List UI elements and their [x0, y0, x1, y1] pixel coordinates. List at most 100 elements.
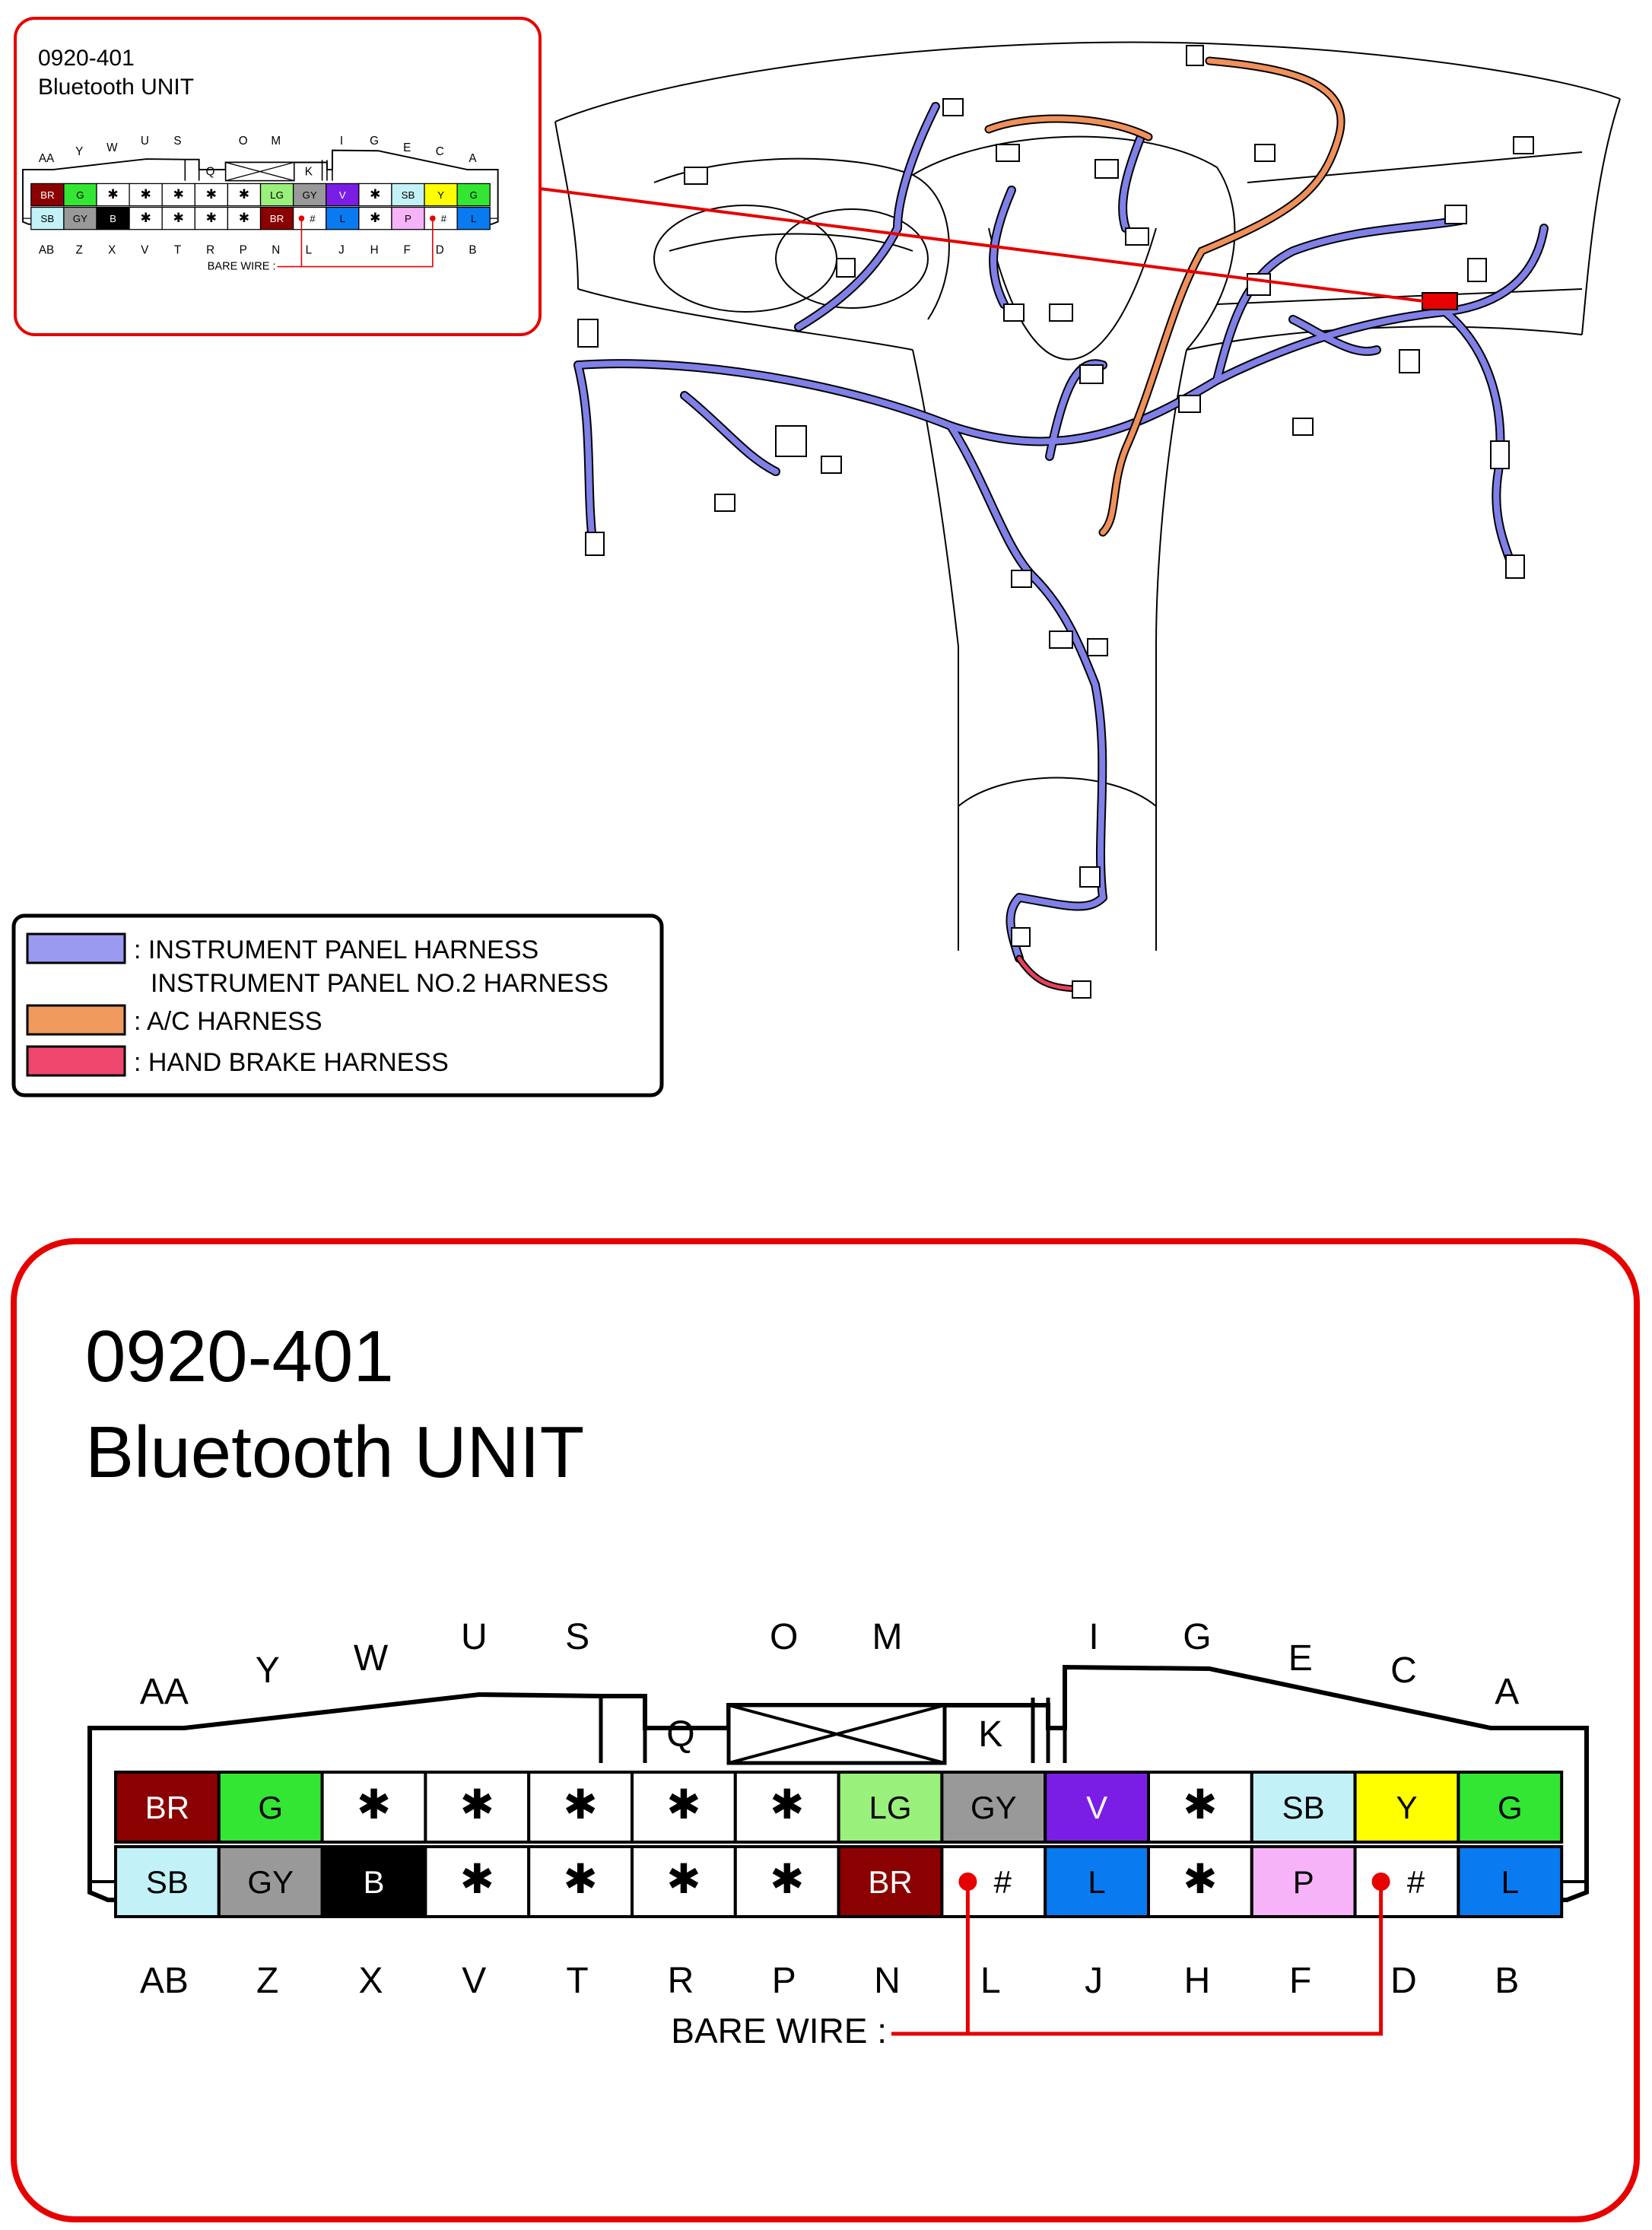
- inset-pin-cell: L: [326, 206, 360, 230]
- inset-pin-cell-fill: [259, 183, 294, 207]
- inset-pin-cell: ✱: [194, 206, 229, 230]
- pin-cell: #: [1353, 1845, 1460, 1918]
- inset-pin-cell: LG: [259, 183, 294, 207]
- inset-pin-label-top: M: [271, 135, 281, 148]
- harness-connectors: [577, 45, 1534, 999]
- pin-label-top: C: [1390, 1650, 1417, 1691]
- pin-cell-fill: [320, 1845, 427, 1918]
- pin-wire-color: GY: [971, 1790, 1017, 1825]
- legend-item: : A/C HARNESS: [26, 1004, 322, 1036]
- inset-pin-wire-color: ✱: [173, 210, 184, 225]
- pin-label-top: A: [1495, 1672, 1519, 1712]
- pin-cell: Y: [1353, 1771, 1460, 1844]
- inset-pin-cell: ✱: [129, 206, 163, 230]
- inset-pin-wire-color: L: [471, 213, 476, 224]
- pin-wire-color: G: [1498, 1790, 1523, 1825]
- inset-name: Bluetooth UNIT: [38, 75, 194, 100]
- inset-pin-wire-color: ✱: [173, 186, 184, 202]
- pin-cell: SB: [1250, 1771, 1357, 1844]
- pin-label-top: AA: [140, 1672, 189, 1712]
- pin-cell: ✱: [527, 1771, 634, 1844]
- pin-label-bottom: Z: [256, 1961, 278, 2001]
- inset-pin-wire-color: ✱: [140, 186, 151, 202]
- legend-label: : HAND BRAKE HARNESS: [134, 1048, 449, 1077]
- inset-pin-cell-fill: [292, 183, 327, 207]
- pin-cell: GY: [217, 1845, 324, 1918]
- pin-wire-color: B: [363, 1864, 384, 1900]
- inset-pin-cell: Y: [424, 183, 458, 207]
- inset-pin-cell: ✱: [194, 183, 229, 207]
- inset-pin-cell: ✱: [227, 206, 262, 230]
- bare-wire-dot: [958, 1873, 977, 1891]
- pin-cell: P: [1250, 1845, 1357, 1918]
- inset-pin-cell-fill: [194, 206, 229, 230]
- inset-pin-wire-color: G: [76, 189, 84, 201]
- pin-wire-color: V: [1086, 1790, 1107, 1825]
- pin-cell-fill: [1457, 1845, 1564, 1918]
- bare-wire-dot: [1371, 1873, 1390, 1891]
- inset-pin-wire-color: #: [441, 213, 447, 224]
- pin-wire-color: BR: [145, 1790, 189, 1825]
- inset-pin-label-bottom: R: [206, 243, 214, 256]
- inset-pin-cell: GY: [63, 206, 97, 230]
- instrument-panel-harness: [573, 102, 1549, 963]
- pin-wire-color: ✱: [666, 1782, 701, 1828]
- inset-pin-label-bottom: D: [436, 243, 444, 256]
- inset-pin-wire-color: SB: [402, 189, 415, 201]
- pin-wire-color: ✱: [770, 1782, 804, 1828]
- pin-cell: ✱: [424, 1771, 531, 1844]
- pin-cell-fill: [837, 1771, 944, 1844]
- pin-cell: BR: [837, 1845, 944, 1918]
- inset-pin-cell: V: [326, 183, 360, 207]
- pin-label-top: K: [978, 1714, 1002, 1755]
- pin-wire-color: ✱: [460, 1857, 494, 1902]
- inset-pin-cell: SB: [391, 183, 425, 207]
- pin-wire-color: SB: [1282, 1790, 1325, 1825]
- pin-label-bottom: D: [1390, 1961, 1417, 2001]
- bare-wire-leader: [891, 1882, 1384, 2036]
- inset-pin-label-bottom: F: [404, 243, 411, 256]
- inset-pin-cell-fill: [161, 183, 195, 207]
- inset-pin-label-top: G: [370, 135, 379, 148]
- inset-pin-cell: BR: [259, 206, 294, 230]
- pin-label-top: S: [565, 1617, 589, 1657]
- inset-pin-cell-fill: [456, 206, 491, 230]
- pin-label-bottom: L: [980, 1961, 1001, 2001]
- inset-pin-wire-color: V: [339, 189, 346, 201]
- pin-cell-fill: [1044, 1845, 1150, 1918]
- legend-item: : HAND BRAKE HARNESS: [26, 1045, 449, 1077]
- pin-cell: ✱: [733, 1771, 840, 1844]
- inset-pin-wire-color: ✱: [206, 210, 217, 225]
- inset-pin-label-bottom: AB: [39, 243, 54, 256]
- inset-pin-cell: ✱: [161, 206, 195, 230]
- inset-pin-wire-color: GY: [73, 213, 87, 224]
- pin-cell: L: [1457, 1845, 1564, 1918]
- inset-pin-cell-fill: [30, 206, 65, 230]
- inset-pin-wire-color: #: [310, 213, 316, 224]
- pin-wire-color: ✱: [357, 1782, 391, 1828]
- pin-cell: ✱: [631, 1771, 737, 1844]
- pin-wire-color: ✱: [563, 1782, 597, 1828]
- inset-pin-cell-fill: [161, 206, 195, 230]
- inset-pin-wire-color: LG: [270, 189, 284, 201]
- pin-cell: G: [217, 1771, 324, 1844]
- inset-pin-wire-color: G: [469, 189, 477, 201]
- pin-cell-fill: [631, 1771, 737, 1844]
- inset-pin-label-bottom: H: [370, 243, 379, 256]
- inset-pin-wire-color: ✱: [206, 186, 217, 202]
- inset-pin-label-bottom: L: [306, 243, 312, 256]
- inset-pin-cell-fill: [96, 183, 130, 207]
- hand-brake-harness: [1015, 955, 1084, 993]
- pin-cell: SB: [114, 1845, 221, 1918]
- pin-cell: GY: [940, 1771, 1047, 1844]
- pin-label-top: E: [1288, 1638, 1313, 1679]
- pin-cell-fill: [940, 1771, 1047, 1844]
- pin-cell-fill: [1250, 1845, 1357, 1918]
- pin-label-top: M: [872, 1617, 903, 1657]
- inset-pin-wire-color: BR: [40, 189, 55, 201]
- pin-wire-color: P: [1293, 1864, 1314, 1900]
- pin-wire-color: ✱: [666, 1857, 701, 1902]
- inset-pin-wire-color: ✱: [107, 186, 118, 202]
- legend-swatch: [26, 1045, 126, 1077]
